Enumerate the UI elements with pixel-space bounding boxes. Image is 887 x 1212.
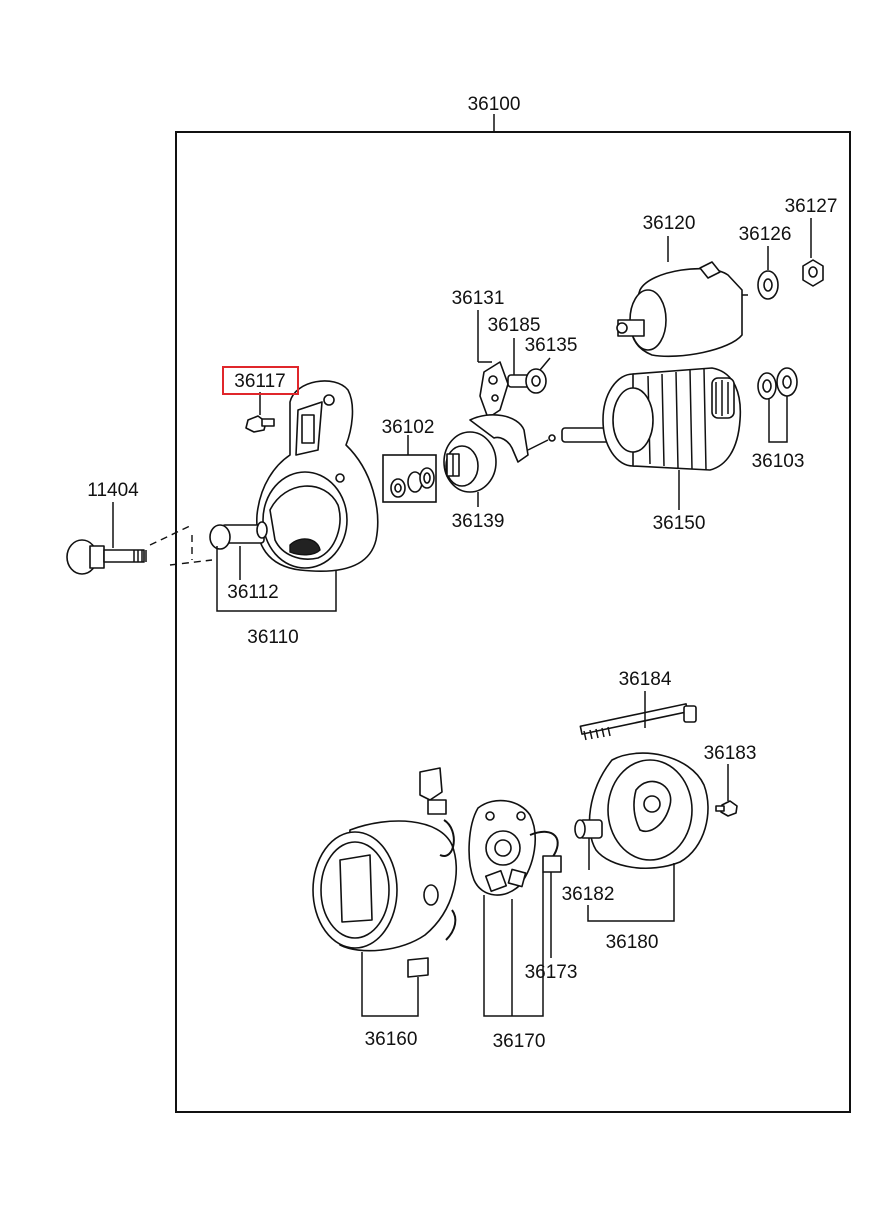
- label-36150[interactable]: 36150: [653, 513, 706, 534]
- washers-36103[interactable]: [757, 367, 798, 400]
- front-housing-36110[interactable]: [256, 380, 379, 572]
- highlight-36117: [222, 366, 299, 395]
- stop-ring-set-36102[interactable]: [382, 454, 437, 503]
- screw-36117[interactable]: [245, 415, 275, 433]
- label-36127[interactable]: 36127: [785, 196, 838, 217]
- bolt-36184[interactable]: [579, 703, 697, 741]
- brush-36173[interactable]: [529, 830, 562, 873]
- assembly-part-number[interactable]: 36100: [468, 94, 521, 115]
- label-36183[interactable]: 36183: [704, 743, 757, 764]
- rear-cover-36180[interactable]: [588, 752, 709, 869]
- label-36110[interactable]: 36110: [247, 627, 298, 648]
- bushing-36182[interactable]: [574, 819, 603, 839]
- label-36139[interactable]: 36139: [452, 511, 505, 532]
- label-36126[interactable]: 36126: [739, 224, 792, 245]
- label-36170[interactable]: 36170: [493, 1031, 546, 1052]
- solenoid-36120[interactable]: [616, 261, 748, 358]
- label-36184[interactable]: 36184: [619, 669, 672, 690]
- label-36120[interactable]: 36120: [643, 213, 696, 234]
- label-36182[interactable]: 36182: [562, 884, 615, 905]
- bushing-36112[interactable]: [209, 521, 268, 550]
- screw-36183[interactable]: [715, 800, 738, 817]
- label-36135[interactable]: 36135: [525, 335, 578, 356]
- label-36117[interactable]: 36117: [234, 371, 285, 392]
- label-36102[interactable]: 36102: [382, 417, 435, 438]
- label-36103[interactable]: 36103: [752, 451, 805, 472]
- bolt-11404[interactable]: [66, 539, 147, 575]
- pinion-clutch-36139[interactable]: [443, 414, 556, 493]
- label-36131[interactable]: 36131: [452, 288, 505, 309]
- label-11404[interactable]: 11404: [87, 480, 139, 501]
- nut-36127[interactable]: [802, 259, 824, 287]
- shift-lever-36131[interactable]: [479, 361, 509, 419]
- label-36112[interactable]: 36112: [227, 582, 278, 603]
- label-36160[interactable]: 36160: [365, 1029, 418, 1050]
- armature-36150[interactable]: [561, 367, 742, 471]
- washer-36126[interactable]: [757, 270, 779, 300]
- brush-holder-36170[interactable]: [468, 799, 536, 896]
- assembly-frame: [175, 131, 851, 1113]
- plug-36135[interactable]: [525, 368, 547, 394]
- yoke-36160[interactable]: [312, 767, 458, 978]
- label-36185[interactable]: 36185: [488, 315, 541, 336]
- label-36173[interactable]: 36173: [525, 962, 578, 983]
- label-36180[interactable]: 36180: [606, 932, 659, 953]
